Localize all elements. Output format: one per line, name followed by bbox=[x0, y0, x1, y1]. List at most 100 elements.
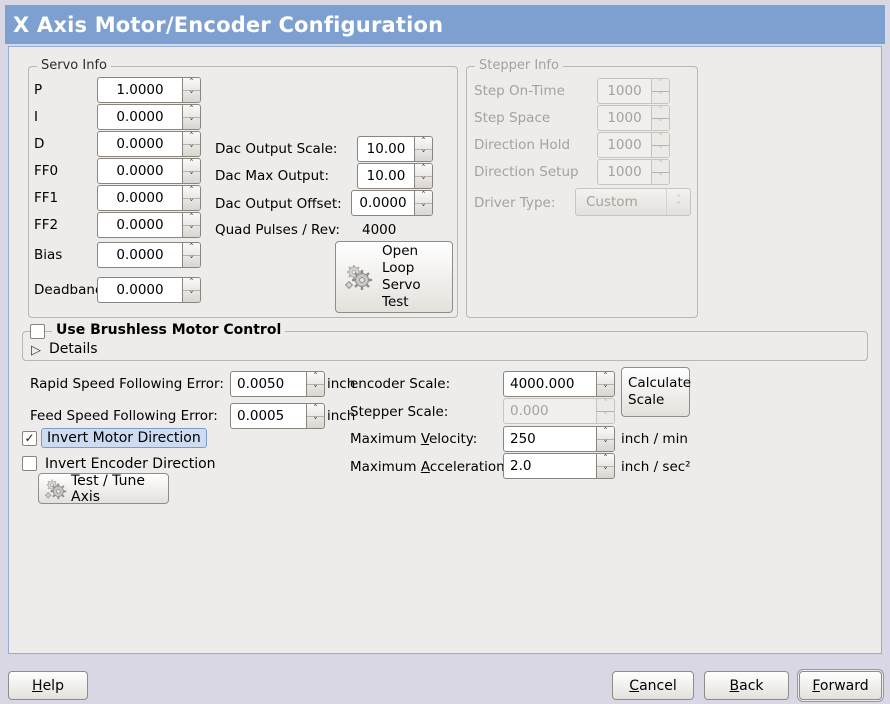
invert-encoder-checkbox[interactable] bbox=[22, 456, 37, 471]
stepper-info-legend: Stepper Info bbox=[475, 58, 563, 73]
page-title: X Axis Motor/Encoder Configuration bbox=[13, 12, 444, 37]
maximum-velocity-label: Maximum Velocity: bbox=[350, 431, 478, 447]
direction-setup-spin: ˄˅ bbox=[597, 159, 670, 185]
spinner-buttons[interactable]: ˄˅ bbox=[596, 372, 614, 396]
servo-input-i[interactable] bbox=[98, 105, 182, 129]
spin-down-icon: ˅ bbox=[658, 118, 663, 129]
servo-spin-ff2: ˄˅ bbox=[97, 212, 201, 238]
direction-setup-input bbox=[598, 160, 651, 184]
spin-down-icon[interactable]: ˅ bbox=[603, 384, 608, 395]
maximum-acceleration-input[interactable] bbox=[504, 454, 596, 478]
servo-input-ff0[interactable] bbox=[98, 159, 182, 183]
quad-pulses-value: 4000 bbox=[362, 222, 397, 238]
spin-up-icon[interactable]: ˄ bbox=[307, 372, 324, 385]
servo-label-ff0: FF0 bbox=[34, 163, 59, 179]
spin-down-icon[interactable]: ˅ bbox=[603, 466, 608, 477]
spin-up-icon[interactable]: ˄ bbox=[183, 278, 200, 291]
servo-spin-bias: ˄˅ bbox=[97, 242, 201, 268]
spin-down-icon[interactable]: ˅ bbox=[603, 439, 608, 450]
servo-input-d[interactable] bbox=[98, 132, 182, 156]
details-expander-icon[interactable]: ▷ bbox=[31, 343, 41, 358]
spin-down-icon[interactable]: ˅ bbox=[189, 144, 194, 155]
forward-button[interactable]: Forward bbox=[799, 671, 882, 700]
rapid-following-error-input[interactable] bbox=[231, 372, 306, 396]
spinner-buttons[interactable]: ˄˅ bbox=[414, 191, 432, 215]
spin-down-icon[interactable]: ˅ bbox=[189, 255, 194, 266]
feed-following-error-spin: ˄˅ bbox=[230, 403, 325, 429]
open-loop-servo-test-button[interactable]: Open Loop Servo Test bbox=[335, 241, 453, 313]
spin-down-icon[interactable]: ˅ bbox=[421, 203, 426, 214]
spin-up-icon[interactable]: ˄ bbox=[183, 105, 200, 118]
spin-up-icon[interactable]: ˄ bbox=[597, 427, 614, 440]
spin-up-icon[interactable]: ˄ bbox=[597, 454, 614, 467]
spin-up-icon[interactable]: ˄ bbox=[415, 137, 432, 150]
servo-input-ff2[interactable] bbox=[98, 213, 182, 237]
spinner-buttons[interactable]: ˄˅ bbox=[596, 454, 614, 478]
test-tune-axis-button[interactable]: Test / Tune Axis bbox=[38, 473, 169, 505]
spinner-buttons[interactable]: ˄˅ bbox=[182, 243, 200, 267]
spin-down-icon[interactable]: ˅ bbox=[313, 416, 318, 427]
use-brushless-checkbox[interactable] bbox=[30, 324, 45, 339]
spin-down-icon[interactable]: ˅ bbox=[189, 171, 194, 182]
help-button[interactable]: Help bbox=[8, 671, 88, 700]
details-label[interactable]: Details bbox=[49, 341, 98, 357]
spin-up-icon[interactable]: ˄ bbox=[415, 191, 432, 204]
spinner-buttons[interactable]: ˄˅ bbox=[306, 404, 324, 428]
feed-following-error-input[interactable] bbox=[231, 404, 306, 428]
dac-output-scale-input[interactable] bbox=[358, 137, 414, 161]
spin-up-icon[interactable]: ˄ bbox=[183, 243, 200, 256]
spin-down-icon[interactable]: ˅ bbox=[189, 198, 194, 209]
maximum-velocity-input[interactable] bbox=[504, 427, 596, 451]
spinner-buttons[interactable]: ˄˅ bbox=[414, 164, 432, 188]
spinner-buttons[interactable]: ˄˅ bbox=[182, 278, 200, 302]
spin-up-icon[interactable]: ˄ bbox=[183, 78, 200, 91]
spinner-buttons[interactable]: ˄˅ bbox=[596, 427, 614, 451]
spin-down-icon[interactable]: ˅ bbox=[313, 384, 318, 395]
servo-input-ff1[interactable] bbox=[98, 186, 182, 210]
spin-up-icon[interactable]: ˄ bbox=[415, 164, 432, 177]
spin-down-icon[interactable]: ˅ bbox=[189, 117, 194, 128]
dac-output-offset-input[interactable] bbox=[352, 191, 414, 215]
invert-motor-label[interactable]: Invert Motor Direction bbox=[41, 428, 207, 448]
servo-info-frame: Servo Info bbox=[28, 58, 458, 318]
encoder-scale-input[interactable] bbox=[504, 372, 596, 396]
servo-label-ff2: FF2 bbox=[34, 217, 59, 233]
spin-up-icon[interactable]: ˄ bbox=[307, 404, 324, 417]
spin-up-icon[interactable]: ˄ bbox=[183, 132, 200, 145]
back-button[interactable]: Back bbox=[704, 671, 789, 700]
cancel-button[interactable]: Cancel bbox=[612, 671, 694, 700]
spinner-buttons[interactable]: ˄˅ bbox=[182, 213, 200, 237]
spin-down-icon[interactable]: ˅ bbox=[189, 90, 194, 101]
spin-up-icon[interactable]: ˄ bbox=[597, 372, 614, 385]
spinner-buttons[interactable]: ˄˅ bbox=[182, 132, 200, 156]
spin-down-icon[interactable]: ˅ bbox=[189, 290, 194, 301]
spin-down-icon[interactable]: ˅ bbox=[189, 225, 194, 236]
invert-encoder-label[interactable]: Invert Encoder Direction bbox=[45, 456, 216, 472]
servo-label-d: D bbox=[34, 136, 45, 152]
spinner-buttons[interactable]: ˄˅ bbox=[306, 372, 324, 396]
gears-icon bbox=[345, 265, 372, 290]
servo-label-bias: Bias bbox=[34, 247, 63, 263]
spin-up-icon[interactable]: ˄ bbox=[183, 213, 200, 226]
spinner-buttons[interactable]: ˄˅ bbox=[182, 78, 200, 102]
invert-motor-checkbox[interactable]: ✓ bbox=[22, 431, 37, 446]
servo-input-bias[interactable] bbox=[98, 243, 182, 267]
spinner-buttons[interactable]: ˄˅ bbox=[182, 159, 200, 183]
spinner-buttons[interactable]: ˄˅ bbox=[182, 105, 200, 129]
stepper-scale-spin: ˄˅ bbox=[503, 398, 615, 424]
servo-input-p[interactable] bbox=[98, 78, 182, 102]
spin-down-icon[interactable]: ˅ bbox=[421, 149, 426, 160]
spinner-buttons[interactable]: ˄˅ bbox=[414, 137, 432, 161]
dac-max-output-input[interactable] bbox=[358, 164, 414, 188]
feed-unit-label: inch bbox=[327, 408, 356, 424]
spinner-buttons[interactable]: ˄˅ bbox=[182, 186, 200, 210]
spin-up-icon[interactable]: ˄ bbox=[183, 159, 200, 172]
servo-label-ff1: FF1 bbox=[34, 190, 59, 206]
servo-input-deadband[interactable] bbox=[98, 278, 182, 302]
spin-down-icon[interactable]: ˅ bbox=[421, 176, 426, 187]
brushless-frame bbox=[22, 331, 868, 361]
spin-up-icon[interactable]: ˄ bbox=[183, 186, 200, 199]
calculate-scale-button[interactable]: Calculate Scale bbox=[621, 367, 691, 417]
spin-up-icon: ˄ bbox=[652, 79, 669, 92]
use-brushless-label: Use Brushless Motor Control bbox=[52, 322, 286, 338]
